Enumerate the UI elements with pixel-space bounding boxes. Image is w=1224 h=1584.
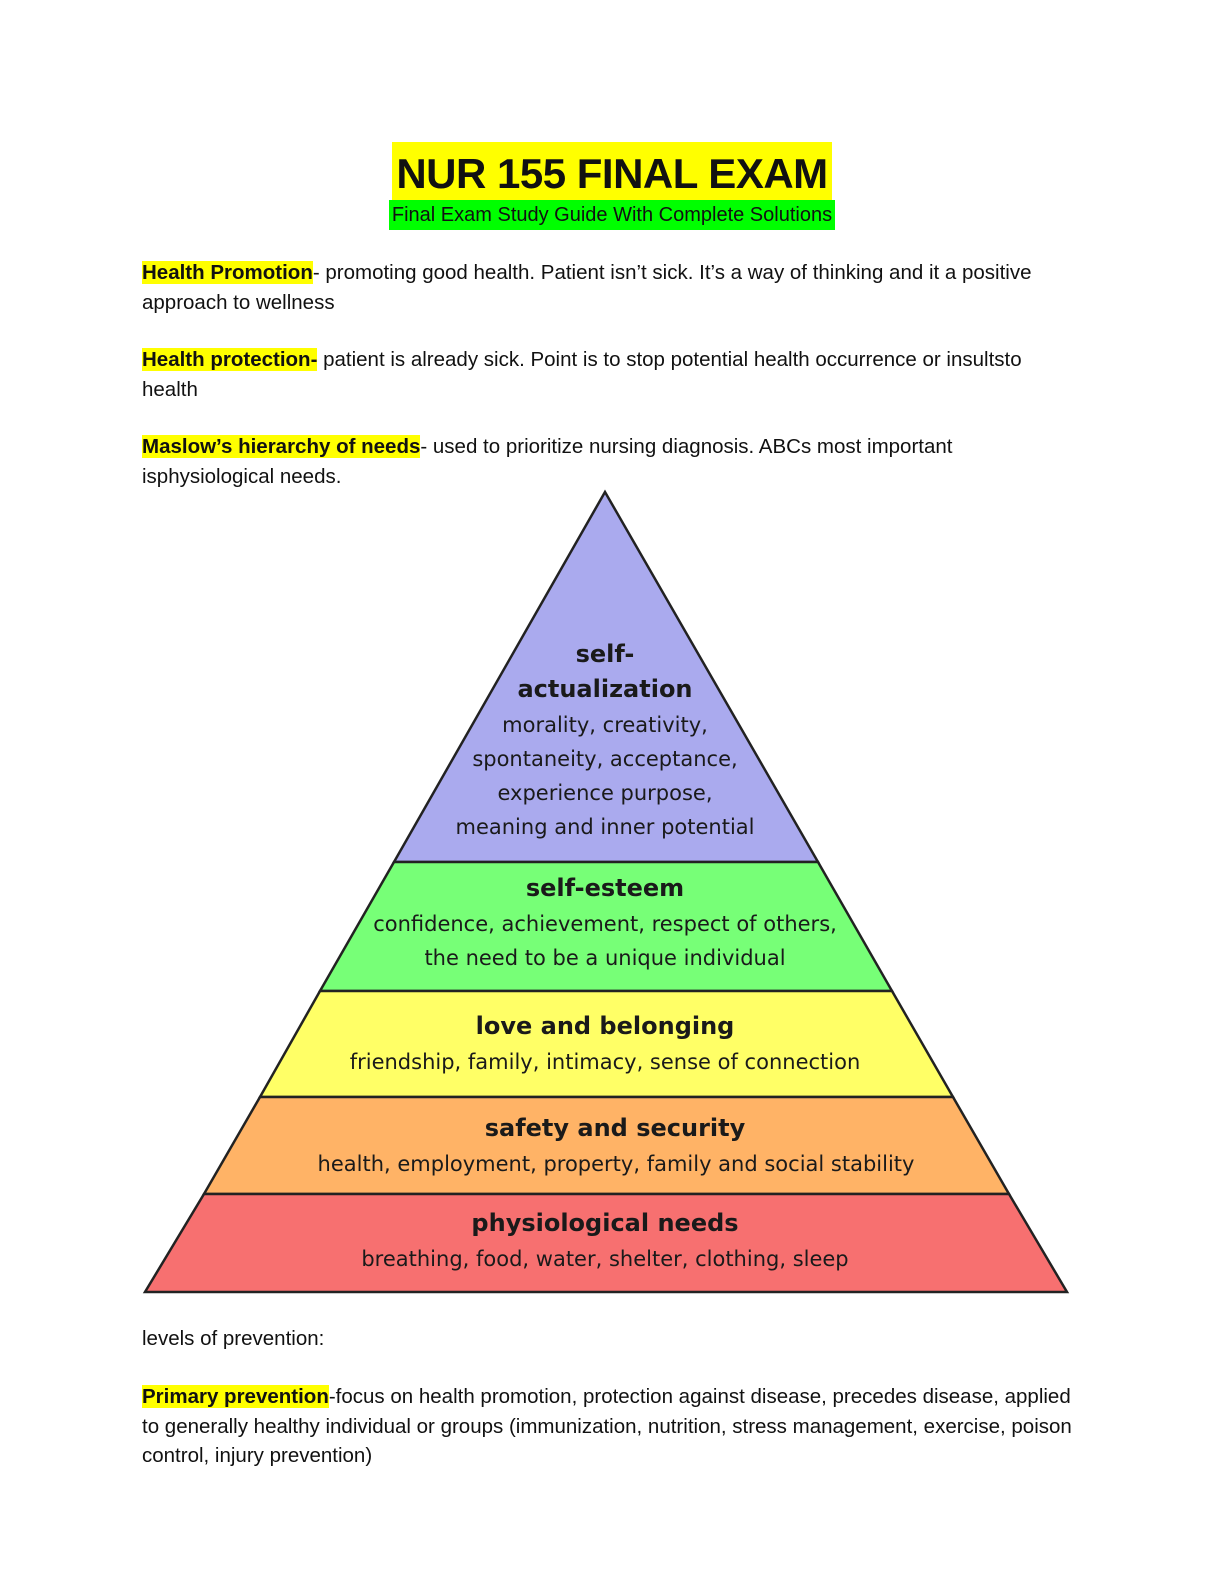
maslow-paragraph: Maslow’s hierarchy of needs- used to pri… [142, 432, 1072, 491]
physiological-needs-desc: breathing, food, water, shelter, clothin… [361, 1247, 848, 1271]
pyramid-level-safety-security [201, 1095, 1012, 1196]
title-container: NUR 155 FINAL EXAM [0, 142, 1224, 202]
self-actualization-title-line-1: self- [576, 640, 635, 668]
self-esteem-desc-line-1: confidence, achievement, respect of othe… [373, 912, 837, 936]
love-belonging-desc: friendship, family, intimacy, sense of c… [350, 1050, 861, 1074]
pyramid-level-physiological [142, 1192, 1070, 1294]
love-belonging-title: love and belonging [476, 1012, 735, 1040]
health-protection-term: Health protection- [142, 348, 318, 371]
subtitle-container: Final Exam Study Guide With Complete Sol… [0, 200, 1224, 230]
health-promotion-term: Health Promotion [142, 261, 313, 284]
primary-prevention-term: Primary prevention [142, 1385, 329, 1408]
page-subtitle: Final Exam Study Guide With Complete Sol… [388, 200, 836, 230]
self-esteem-desc-line-2: the need to be a unique individual [424, 946, 785, 970]
health-promotion-paragraph: Health Promotion- promoting good health.… [142, 258, 1072, 317]
self-actualization-desc-line-3: experience purpose, [497, 781, 712, 805]
self-actualization-title-line-2: actualization [517, 675, 692, 703]
self-actualization-desc-line-2: spontaneity, acceptance, [472, 747, 737, 771]
maslow-term: Maslow’s hierarchy of needs [142, 435, 421, 458]
primary-prevention-text: -focus on health promotion, protection a… [142, 1385, 1072, 1467]
maslow-pyramid: self- actualization morality, creativity… [142, 489, 1070, 1294]
pyramid-level-love-belonging [257, 989, 956, 1099]
health-promotion-text: - promoting good health. Patient isn’t s… [142, 261, 1032, 314]
self-esteem-title: self-esteem [526, 874, 684, 902]
levels-of-prevention-heading: levels of prevention: [142, 1327, 325, 1350]
physiological-needs-title: physiological needs [471, 1209, 738, 1237]
health-protection-text: patient is already sick. Point is to sto… [142, 348, 1022, 401]
self-actualization-desc-line-4: meaning and inner potential [456, 815, 755, 839]
health-protection-paragraph: Health protection- patient is already si… [142, 345, 1072, 404]
safety-security-title: safety and security [485, 1114, 746, 1142]
primary-prevention-paragraph: Primary prevention-focus on health promo… [142, 1382, 1072, 1471]
self-actualization-desc-line-1: morality, creativity, [502, 713, 708, 737]
page-title: NUR 155 FINAL EXAM [392, 142, 832, 202]
safety-security-desc: health, employment, property, family and… [318, 1152, 915, 1176]
maslow-text: - used to prioritize nursing diagnosis. … [142, 435, 953, 488]
